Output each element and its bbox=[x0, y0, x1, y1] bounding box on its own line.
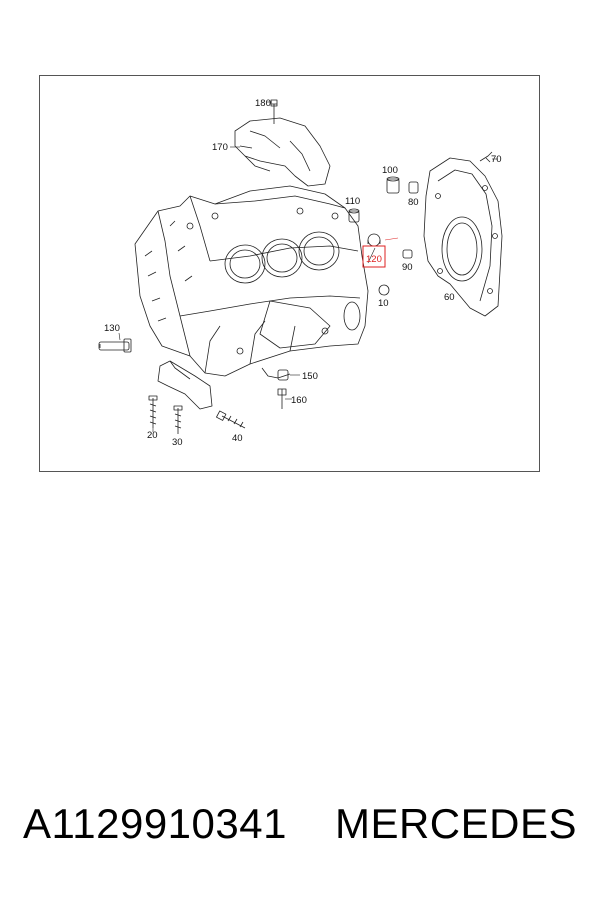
bolt-part-30 bbox=[173, 405, 183, 434]
callout-130: 130 bbox=[104, 323, 120, 334]
brand-name: MERCEDES bbox=[334, 800, 578, 847]
part-caption: A1129910341 MERCEDES bbox=[0, 800, 600, 848]
bolt-part-130 bbox=[98, 338, 132, 353]
bracket-part-170 bbox=[234, 99, 331, 187]
callout-labels: 180 170 100 70 110 80 120 90 10 60 130 1… bbox=[104, 98, 502, 448]
plug-part-10 bbox=[378, 284, 390, 296]
engine-block-exploded-diagram: 180 170 100 70 110 80 120 90 10 60 130 1… bbox=[98, 98, 503, 448]
bracket-assembly bbox=[157, 360, 213, 410]
callout-120: 120 bbox=[366, 254, 382, 265]
callout-10: 10 bbox=[378, 298, 389, 309]
callout-20: 20 bbox=[147, 430, 158, 441]
bolt-part-40 bbox=[216, 410, 246, 429]
callout-70: 70 bbox=[491, 154, 502, 165]
callout-40: 40 bbox=[232, 433, 243, 444]
rear-cover-part-60 bbox=[423, 151, 503, 317]
sleeves-parts-100-110-80 bbox=[348, 176, 419, 223]
parts-diagram-frame: 180 170 100 70 110 80 120 90 10 60 130 1… bbox=[39, 75, 540, 472]
highlight-box-120 bbox=[362, 245, 386, 268]
engine-block-drawing bbox=[134, 185, 369, 377]
callout-80: 80 bbox=[408, 197, 419, 208]
callout-60: 60 bbox=[444, 292, 455, 303]
callout-90: 90 bbox=[402, 262, 413, 273]
callout-150: 150 bbox=[302, 371, 318, 382]
callout-100: 100 bbox=[382, 165, 398, 176]
callout-180: 180 bbox=[255, 98, 271, 109]
callout-110: 110 bbox=[345, 196, 360, 207]
callout-170: 170 bbox=[212, 142, 228, 153]
bolt-part-160 bbox=[277, 388, 287, 409]
bolt-part-20 bbox=[148, 395, 158, 428]
callout-30: 30 bbox=[172, 437, 183, 448]
callout-160: 160 bbox=[291, 395, 307, 406]
dowel-part-120 bbox=[367, 233, 381, 247]
sensor-part-150 bbox=[261, 367, 291, 381]
leader-lines bbox=[118, 101, 498, 432]
pin-part-90 bbox=[402, 249, 413, 259]
part-number: A1129910341 bbox=[22, 800, 287, 847]
